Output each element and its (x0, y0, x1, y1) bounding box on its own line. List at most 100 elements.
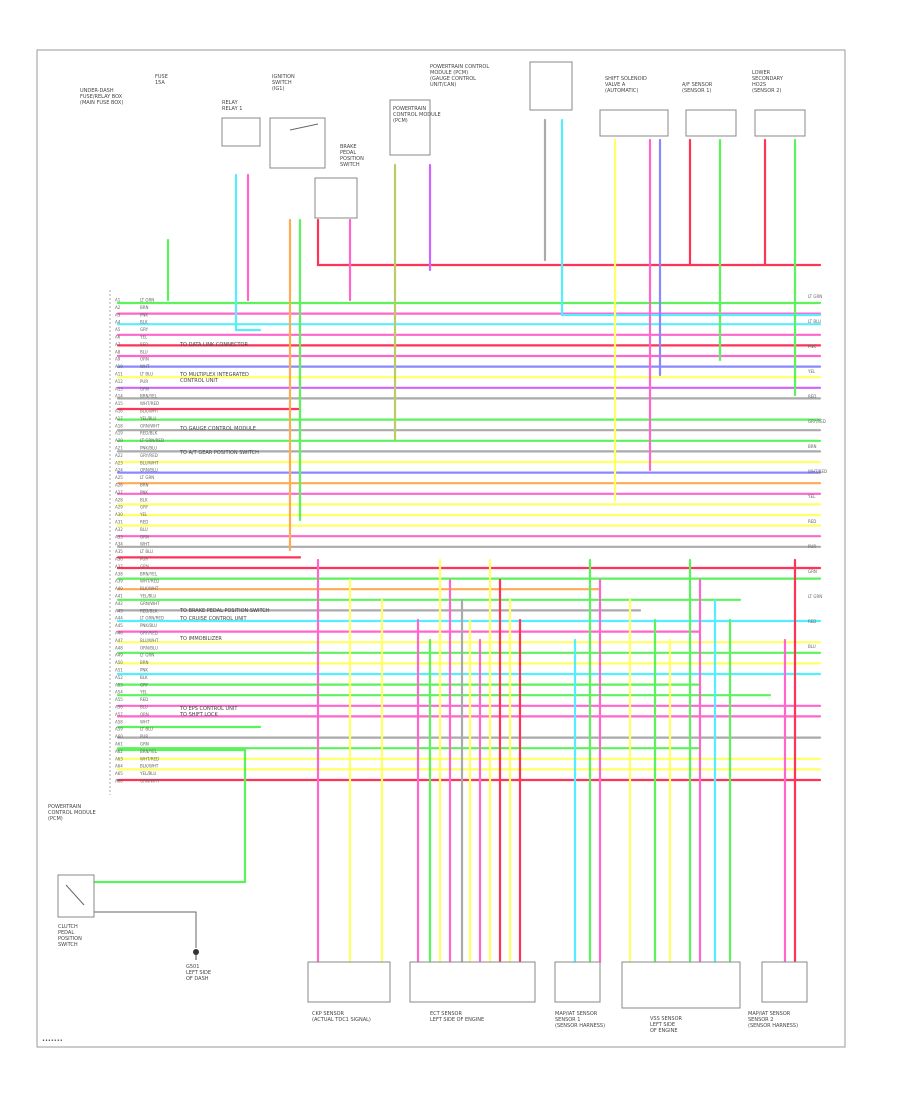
wire-color-label: YEL/BLU (139, 771, 156, 776)
wire-color-label: PNK (140, 490, 148, 495)
ecm-pin-label: A43 (115, 608, 123, 613)
ecm-pin-label: A23 (115, 460, 123, 465)
wire-color-label: RED (140, 342, 148, 347)
ecm-pin-label: A37 (115, 564, 123, 569)
wire-color-label: BRN/YEL (140, 749, 158, 754)
right-wire-label: GRY/RED (808, 419, 826, 424)
ecm-pin-label: A8 (115, 349, 121, 354)
map1-label-2: SENSOR 1 (555, 1017, 580, 1023)
multiplex-unit: POWERTRAIN CONTROL MODULE (PCM) (GAUGE C… (430, 61, 573, 111)
ecm-pin-label: A58 (115, 719, 123, 724)
feed-cyan (234, 173, 262, 332)
wire-color-label: LT BLU (140, 727, 153, 732)
wire-color-label: RED/BLK (140, 608, 158, 613)
ecm-pin-label: A50 (115, 660, 123, 665)
pcm-label-2: CONTROL MODULE (393, 112, 441, 118)
ecm-pin-label: A12 (115, 379, 123, 384)
ecm-label-3: (PCM) (48, 816, 63, 822)
wire-color-label: GRY/RED (140, 631, 158, 636)
ecm-pin-label: A18 (115, 423, 123, 428)
wire-color-label: BLK/WHT (140, 764, 159, 769)
ecm-pin-label: A6 (115, 335, 121, 340)
wire-color-label: PNK (140, 668, 148, 673)
fuse-a-label: FUSE (155, 74, 168, 80)
note-10: TO SHIFT LOCK (179, 712, 218, 718)
ecm-pin-label: A29 (115, 505, 123, 510)
clutch-switch: CLUTCH PEDAL POSITION SWITCH (57, 874, 95, 948)
wire-color-label: BLK/WHT (140, 586, 159, 591)
ground-label-2: LEFT SIDE (186, 970, 211, 976)
ecm-pin-label: A3 (115, 312, 121, 317)
ecm-pin-label: A66 (115, 779, 123, 784)
pcm-label-1: POWERTRAIN (393, 106, 426, 112)
right-wire-label: LT GRN (808, 294, 822, 299)
right-wire-label: BRN (808, 444, 817, 449)
clutch-label-1: CLUTCH (58, 924, 78, 930)
wire-color-label: ORN (140, 712, 149, 717)
ckp-label-1: CKP SENSOR (312, 1011, 345, 1017)
ecm-pin-label: A14 (115, 394, 123, 399)
wire-color-label: GRN (140, 742, 149, 747)
brake-label-3: POSITION (340, 156, 364, 162)
ecm-pin-block: A1A2A3A4A5A6A7A8A9A10A11A12A13A14A15A16A… (109, 290, 164, 795)
relay-box: RELAY RELAY 1 (221, 100, 261, 147)
vss-label-2: LEFT SIDE (650, 1022, 675, 1028)
diagram-frame (36, 49, 846, 1048)
ecm-pin-label: A62 (115, 749, 123, 754)
note-8: TO IMMOBILIZER (179, 636, 222, 642)
map-sensor-2: MAP/IAT SENSOR SENSOR 2 (SENSOR HARNESS) (748, 961, 808, 1029)
ecm-pin-label: A33 (115, 534, 123, 539)
underdash-fuse-label-3: (MAIN FUSE BOX) (80, 100, 123, 106)
ignition-switch: IGNITION SWITCH (IG1) (269, 74, 326, 169)
wire-color-label: WHT/RED (140, 756, 159, 761)
ecm-label-2: CONTROL MODULE (48, 810, 96, 816)
clutch-label-2: PEDAL (58, 930, 74, 936)
wire-color-label: YEL (139, 512, 148, 517)
note-3: CONTROL UNIT (180, 378, 219, 384)
ect-label-2: LEFT SIDE OF ENGINE (430, 1017, 484, 1023)
map2-label-3: (SENSOR HARNESS) (748, 1023, 798, 1029)
ecm-pin-label: A64 (115, 764, 123, 769)
wire-color-label: YEL (139, 335, 148, 340)
ecm-pin-label: A38 (115, 571, 123, 576)
map2-label-1: MAP/IAT SENSOR (748, 1011, 791, 1017)
relay-sub: RELAY 1 (222, 106, 242, 112)
ecm-pin-label: A36 (115, 557, 123, 562)
vss-label-3: OF ENGINE (650, 1028, 678, 1034)
wire-color-label: GRN (140, 386, 149, 391)
vss-sensor: VSS SENSOR LEFT SIDE OF ENGINE (621, 961, 741, 1034)
map1-label-1: MAP/IAT SENSOR (555, 1011, 598, 1017)
brake-label-1: BRAKE (340, 144, 357, 150)
wire-color-label: BLU (140, 349, 148, 354)
wire-color-label: WHT/RED (140, 579, 159, 584)
wire-color-label: PNK (140, 312, 148, 317)
ecm-pin-label: A24 (115, 468, 123, 473)
right-wire-label: RED (808, 619, 816, 624)
wire-color-label: YEL/BLU (139, 416, 156, 421)
wire-color-label: GRY (140, 505, 149, 510)
top-sensor-1-label-2: VALVE A (605, 82, 626, 88)
note-7: TO CRUISE CONTROL UNIT (179, 616, 247, 622)
ecm-pin-label: A61 (115, 742, 123, 747)
wire-color-label: ORN/BLU (140, 645, 158, 650)
ecm-pin-label: A53 (115, 682, 123, 687)
main-red-bus (316, 218, 822, 267)
wire-color-label: BRN (140, 305, 149, 310)
wire-color-label: LT GRN (140, 653, 154, 658)
wire-color-label: GRY (140, 682, 149, 687)
clutch-label-4: SWITCH (58, 942, 78, 948)
ground-label-1: G501 (186, 964, 199, 970)
map-sensor-1: MAP/IAT SENSOR SENSOR 1 (SENSOR HARNESS) (554, 961, 605, 1029)
ground-label-3: OF DASH (186, 976, 209, 982)
right-wire-label: RED (808, 394, 816, 399)
wire-color-label: PNK/BLU (140, 623, 157, 628)
wire-color-label: BLU/WHT (140, 460, 159, 465)
clutch-ground-wire (94, 911, 197, 948)
ecm-pin-label: A65 (115, 771, 123, 776)
right-wire-label: PUR (808, 544, 816, 549)
top-sensor-3-label-3: HO2S (752, 82, 766, 88)
map1-label-3: (SENSOR HARNESS) (555, 1023, 605, 1029)
ecm-pin-label: A9 (115, 357, 121, 362)
ect-sensor: ECT SENSOR LEFT SIDE OF ENGINE (409, 961, 536, 1023)
